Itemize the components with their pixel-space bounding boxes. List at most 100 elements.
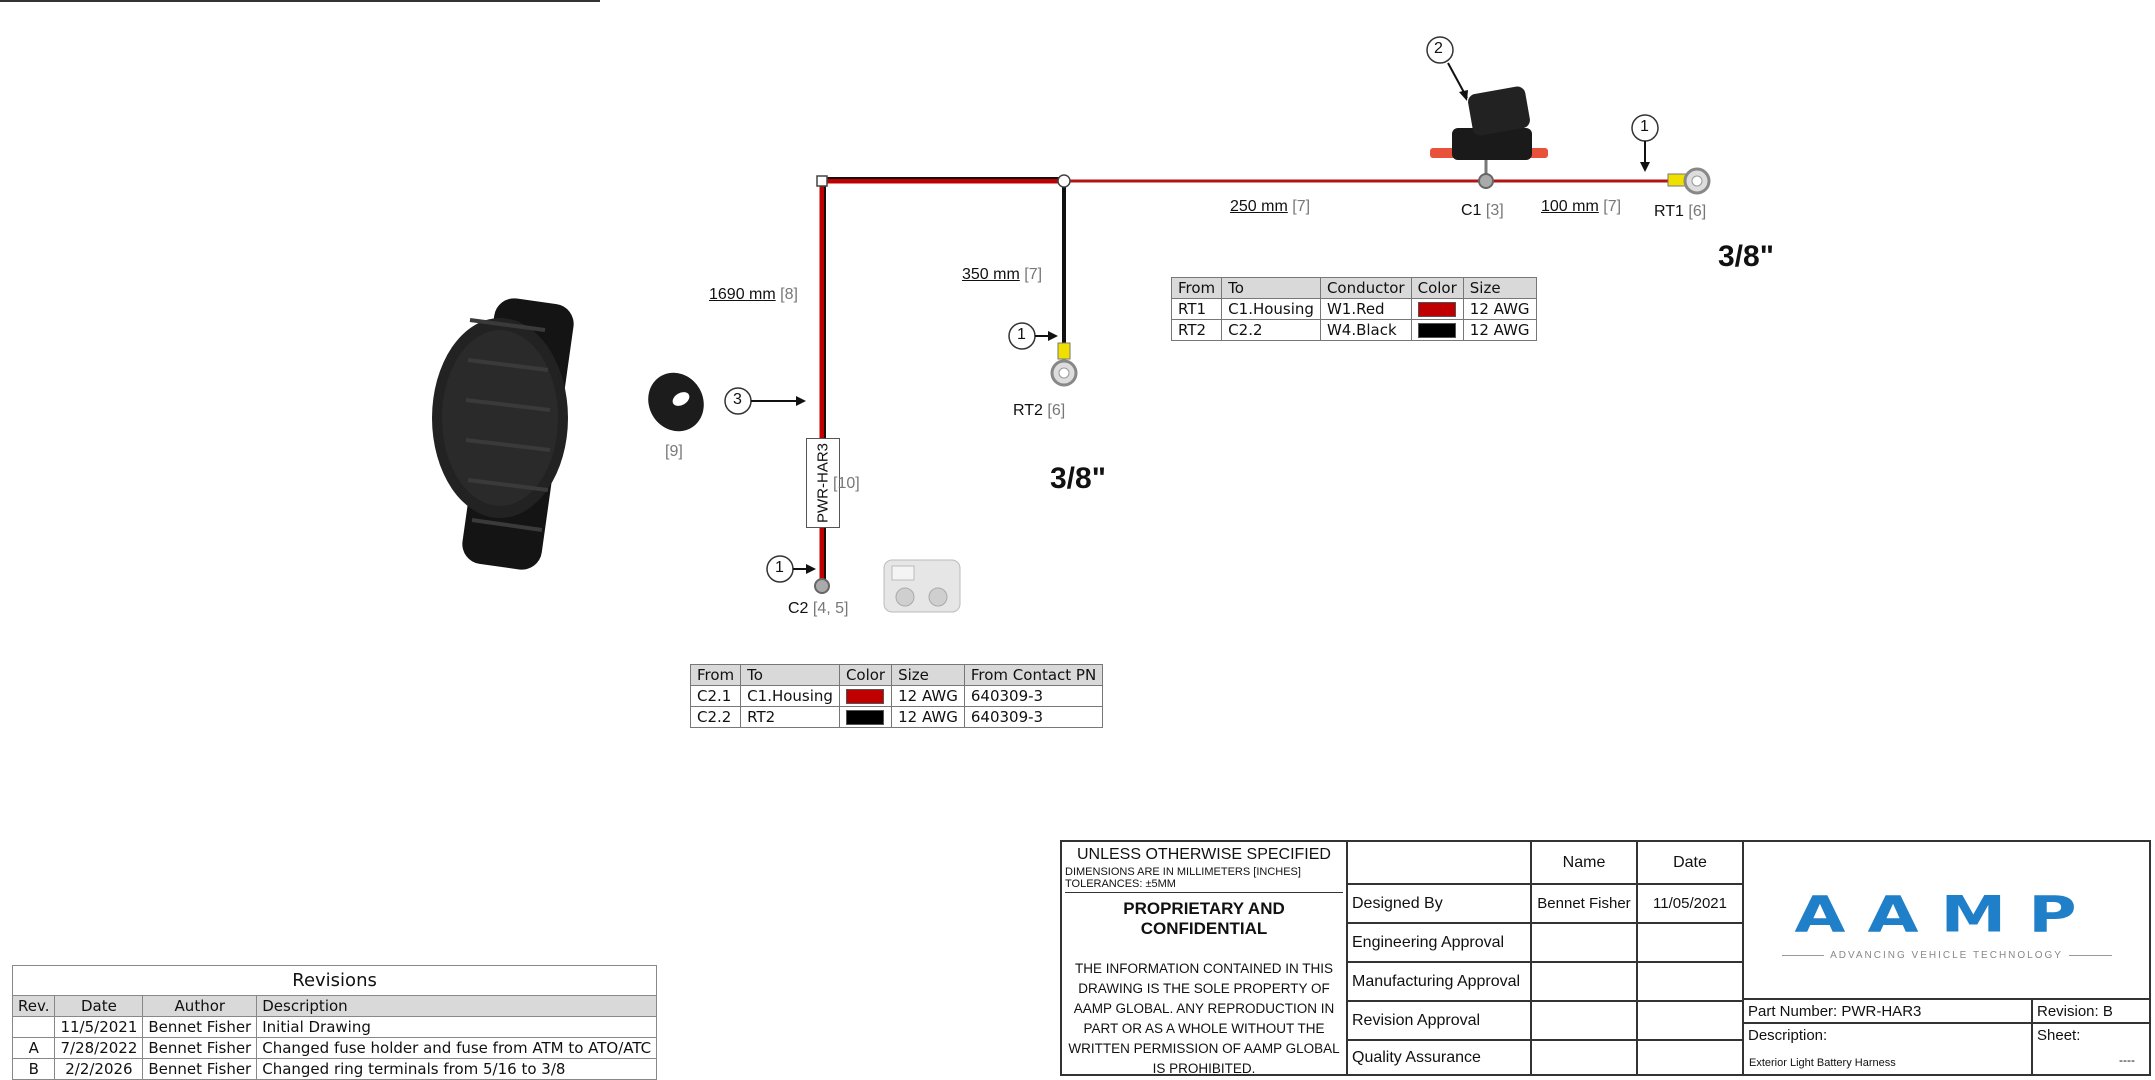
cell-from: RT1	[1170, 298, 1223, 320]
date-manufacturing	[1637, 962, 1743, 1001]
c2-connector	[814, 578, 830, 594]
balloon-3-number: 3	[733, 391, 742, 408]
segment-label-350: 350 mm [7]	[962, 266, 1043, 283]
role-designed: Designed By	[1347, 884, 1531, 923]
cell-to: C1.Housing	[740, 685, 840, 707]
wire-table-c2: From To Color Size From Contact PN C2.1 …	[689, 664, 1104, 728]
sheet-label: Sheet:	[2032, 1023, 2150, 1075]
ring-size-callout-rt1: 3/8"	[1718, 240, 1774, 273]
table-row: A 7/28/2022 Bennet Fisher Changed fuse h…	[11, 1037, 658, 1059]
role-quality: Quality Assurance	[1347, 1040, 1531, 1075]
col-header: Rev.	[11, 995, 56, 1017]
cell-from: C2.1	[689, 685, 742, 707]
label-sleeve: PWR-HAR3	[806, 438, 840, 528]
col-header: Size	[1462, 277, 1537, 299]
col-header: From Contact PN	[963, 664, 1104, 686]
balloon-2	[1426, 36, 1454, 64]
col-header: From	[1170, 277, 1223, 299]
cell-color	[1410, 319, 1464, 341]
company-logo: AAMP	[1794, 885, 2099, 943]
color-swatch-black	[845, 710, 884, 725]
cell-date: 11/5/2021	[54, 1016, 144, 1038]
col-header: Size	[891, 664, 965, 686]
cell-to: C2.2	[1221, 319, 1321, 341]
cell-rev	[11, 1016, 56, 1038]
table-row: RT1 C1.Housing W1.Red 12 AWG	[1170, 298, 1537, 320]
balloon-2-number: 2	[1434, 40, 1443, 57]
role-engineering: Engineering Approval	[1347, 923, 1531, 962]
col-header: Color	[838, 664, 893, 686]
col-header: From	[689, 664, 742, 686]
table-row: C2.1 C1.Housing 12 AWG 640309-3	[689, 685, 1104, 707]
unless-specified: UNLESS OTHERWISE SPECIFIED	[1077, 846, 1331, 863]
revision-field: Revision: B	[2032, 999, 2150, 1023]
color-swatch-red	[845, 689, 884, 704]
balloon-1-rt2-number: 1	[1017, 326, 1026, 343]
role-manufacturing: Manufacturing Approval	[1347, 962, 1531, 1001]
cell-author: Bennet Fisher	[142, 1058, 258, 1080]
splice-node-left	[816, 175, 828, 187]
color-swatch-black	[1417, 323, 1456, 338]
node-label-c2: C2 [4, 5]	[788, 600, 849, 617]
cell-rev: B	[11, 1058, 56, 1080]
tolerance-note: TOLERANCES: ±5MM	[1065, 878, 1343, 893]
revisions-header: Rev. Date Author Description	[11, 995, 658, 1017]
table-row: C2.2 RT2 12 AWG 640309-3	[689, 706, 1104, 728]
approvals-header-blank	[1347, 841, 1531, 884]
date-designed: 11/05/2021	[1637, 884, 1743, 923]
cell-to: C1.Housing	[1221, 298, 1321, 320]
sheet-value: ----	[2119, 1053, 2135, 1067]
balloon-1-rt1-number: 1	[1640, 118, 1649, 135]
cell-desc: Changed ring terminals from 5/16 to 3/8	[256, 1058, 658, 1080]
table-row: B 2/2/2026 Bennet Fisher Changed ring te…	[11, 1058, 658, 1080]
segment-label-100: 100 mm [7]	[1541, 198, 1622, 215]
node-label-rt1: RT1 [6]	[1654, 203, 1707, 220]
ring-size-callout-rt2: 3/8"	[1050, 462, 1106, 495]
cell-conductor: W4.Black	[1319, 319, 1412, 341]
wire-table-rt-header: From To Conductor Color Size	[1170, 277, 1537, 299]
table-row: RT2 C2.2 W4.Black 12 AWG	[1170, 319, 1537, 341]
role-revision: Revision Approval	[1347, 1001, 1531, 1040]
date-revision	[1637, 1001, 1743, 1040]
grommet-icon	[648, 372, 704, 432]
col-header: Conductor	[1319, 277, 1412, 299]
cell-pn: 640309-3	[963, 706, 1104, 728]
cell-desc: Initial Drawing	[256, 1016, 658, 1038]
proprietary-text: THE INFORMATION CONTAINED IN THIS DRAWIN…	[1068, 961, 1340, 1076]
cell-desc: Changed fuse holder and fuse from ATM to…	[256, 1037, 658, 1059]
cell-color	[1410, 298, 1464, 320]
company-tagline: ADVANCING VEHICLE TECHNOLOGY	[1830, 949, 2063, 961]
splice-node-mid	[1057, 174, 1071, 188]
col-header-date: Date	[1637, 841, 1743, 884]
revisions-table: Revisions Rev. Date Author Description 1…	[11, 965, 658, 1080]
label-sleeve-text: PWR-HAR3	[814, 442, 832, 524]
name-designed: Bennet Fisher	[1531, 884, 1637, 923]
part-number: Part Number: PWR-HAR3	[1743, 999, 2032, 1023]
cell-size: 12 AWG	[1462, 298, 1537, 320]
cell-date: 2/2/2026	[54, 1058, 144, 1080]
notes-panel: UNLESS OTHERWISE SPECIFIED DIMENSIONS AR…	[1061, 841, 1347, 1076]
cell-color	[838, 706, 893, 728]
cell-date: 7/28/2022	[54, 1037, 144, 1059]
name-manufacturing	[1531, 962, 1637, 1001]
cell-from: C2.2	[689, 706, 742, 728]
color-swatch-red	[1417, 302, 1456, 317]
cell-author: Bennet Fisher	[142, 1037, 258, 1059]
node-label-c1: C1 [3]	[1461, 202, 1504, 219]
col-header: Color	[1410, 277, 1464, 299]
c1-connector	[1478, 173, 1494, 189]
cell-to: RT2	[740, 706, 840, 728]
name-revision	[1531, 1001, 1637, 1040]
cell-from: RT2	[1170, 319, 1223, 341]
fuse-holder-icon	[1430, 86, 1548, 181]
cell-rev: A	[11, 1037, 56, 1059]
logo-panel: AAMP ADVANCING VEHICLE TECHNOLOGY	[1743, 841, 2150, 999]
description-label: Description:	[1743, 1023, 2032, 1075]
harness-diagram	[432, 36, 1711, 613]
cell-size: 12 AWG	[891, 706, 965, 728]
balloon-1-c2-number: 1	[775, 559, 784, 576]
date-engineering	[1637, 923, 1743, 962]
dims-note: DIMENSIONS ARE IN MILLIMETERS [INCHES]	[1065, 866, 1301, 878]
label-sleeve-ref: [10]	[833, 475, 860, 492]
node-label-rt2: RT2 [6]	[1013, 402, 1066, 419]
